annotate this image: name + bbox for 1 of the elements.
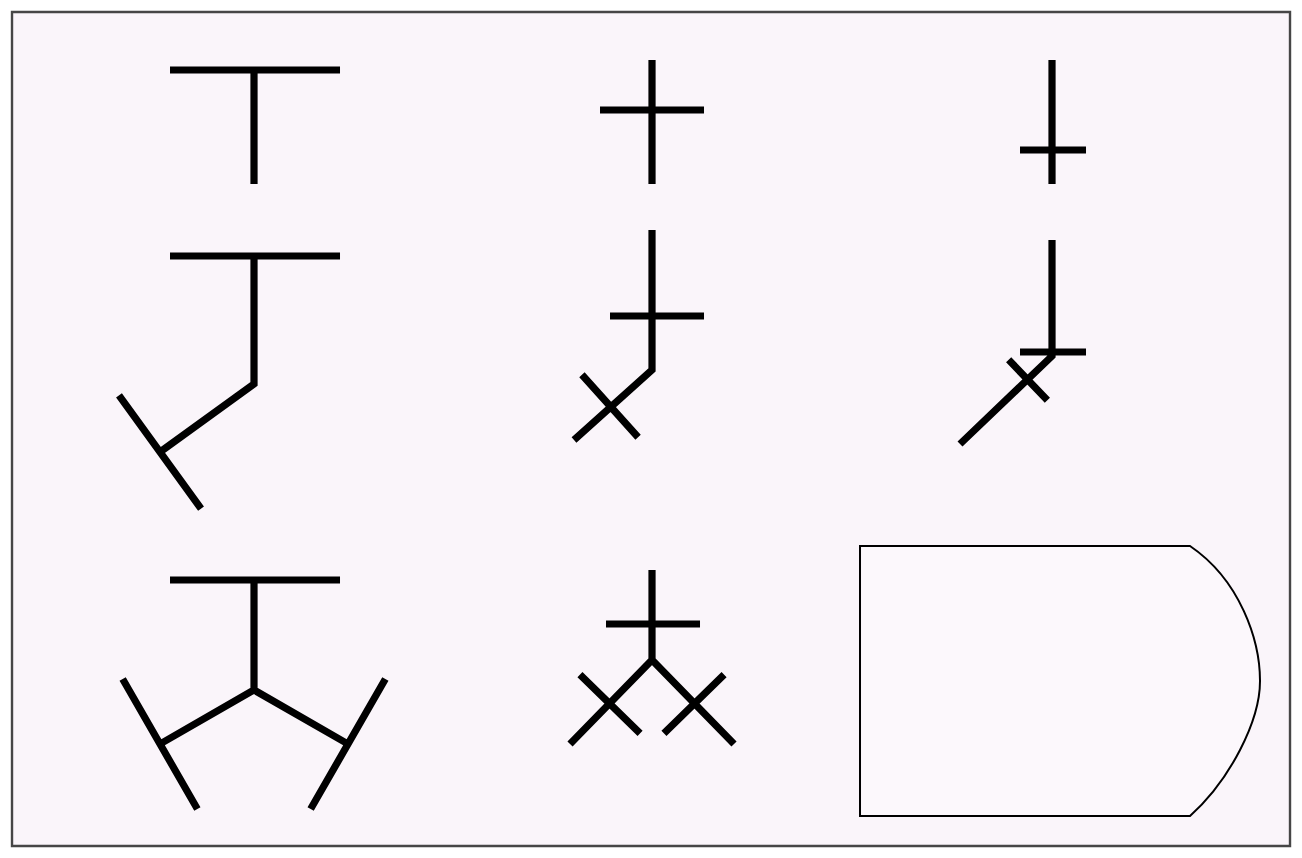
shield-box bbox=[859, 545, 1261, 817]
